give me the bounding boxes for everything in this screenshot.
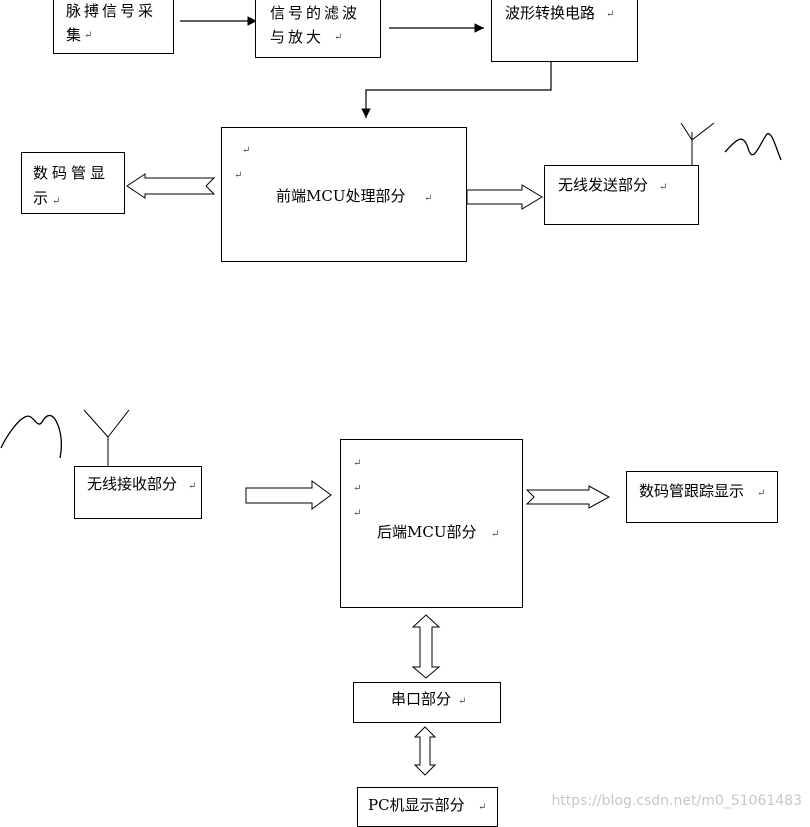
paragraph-mark [458,691,466,713]
paragraph-mark [353,453,361,475]
paragraph-mark [659,177,667,199]
paragraph-mark [757,483,765,505]
double-arrow-serial-pc [413,726,437,776]
hollow-arrow-mcu-to-seg [126,173,216,199]
tx-signal-wave-icon [724,133,782,161]
paragraph-mark [353,503,361,525]
pc-display-box: PC机显示部分 [357,787,498,827]
back-mcu-box: 后端MCU部分 [340,439,523,608]
paragraph-mark [84,25,92,47]
rx-antenna-icon [83,409,130,466]
watermark-text: https://blog.csdn.net/m0_51061483 [551,793,802,809]
paragraph-mark [234,165,242,187]
seg-display-label: 数码管显示 [33,164,110,207]
wireless-rx-box: 无线接收部分 [74,466,202,519]
pulse-signal-box: 脉搏信号采集 [53,0,174,54]
serial-port-box: 串口部分 [353,682,501,723]
filter-amplify-box: 信号的滤波与放大 [255,0,381,58]
wireless-tx-box: 无线发送部分 [544,165,699,225]
pc-display-label: PC机显示部分 [368,796,465,814]
double-arrow-mcu-serial [411,614,441,679]
back-mcu-label: 后端MCU部分 [377,523,477,541]
serial-port-label: 串口部分 [391,690,452,708]
seg-display-box: 数码管显示 [21,152,125,214]
front-mcu-box: 前端MCU处理部分 [221,127,467,262]
paragraph-mark [52,191,60,213]
seg-tracking-box: 数码管跟踪显示 [626,471,778,523]
wireless-tx-label: 无线发送部分 [558,176,649,194]
seg-tracking-label: 数码管跟踪显示 [639,482,745,500]
filter-amplify-label: 信号的滤波与放大 [270,4,361,46]
pulse-signal-label: 脉搏信号采集 [66,2,157,44]
front-mcu-label: 前端MCU处理部分 [276,187,406,205]
paragraph-mark [242,140,250,162]
hollow-arrow-mcu-to-tx [466,184,543,210]
waveform-convert-label: 波形转换电路 [505,4,596,22]
hollow-arrow-mcu-to-seg-tracking [525,485,611,509]
wireless-rx-label: 无线接收部分 [87,475,178,493]
paragraph-mark [491,524,499,546]
paragraph-mark [353,478,361,500]
paragraph-mark [424,188,432,210]
paragraph-mark [188,476,196,498]
hollow-arrow-rx-to-mcu [245,480,332,510]
rx-signal-wave-icon [0,414,63,459]
paragraph-mark [606,4,614,26]
paragraph-mark [334,27,342,49]
arrow-wave-to-mcu [361,62,552,118]
paragraph-mark [478,797,486,819]
tx-antenna-icon [680,122,715,165]
waveform-convert-box: 波形转换电路 [491,0,638,62]
